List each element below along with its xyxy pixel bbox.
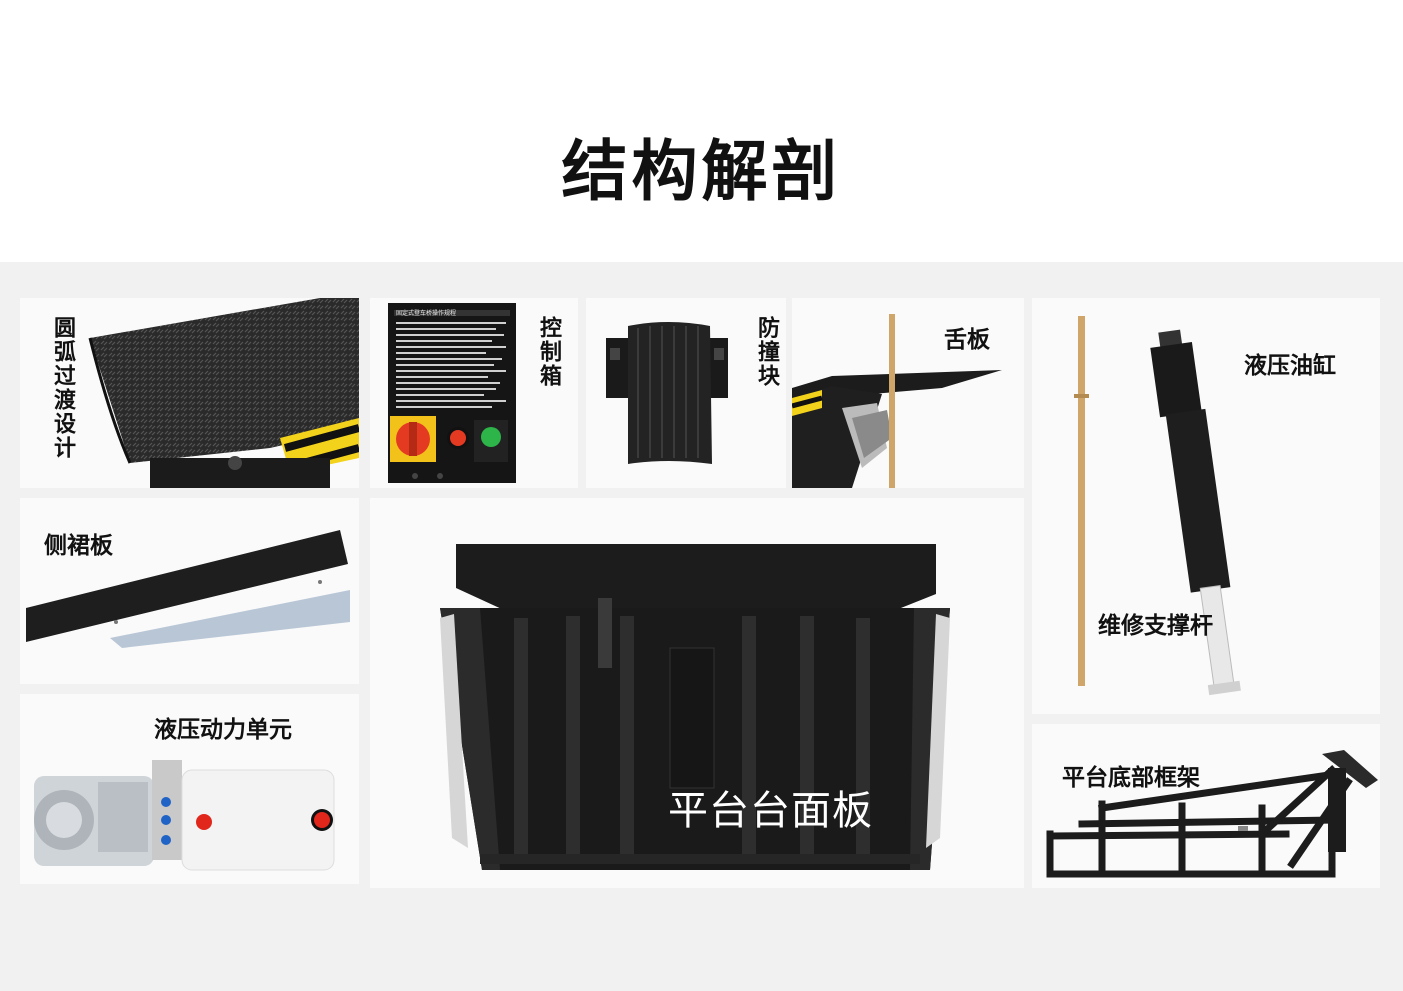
side-skirt-label: 侧裙板 — [44, 533, 113, 559]
maintenance-strut-label: 维修支撑杆 — [1098, 613, 1213, 639]
panel-lip-plate: 舌板 — [792, 298, 1024, 488]
page-title: 结构解剖 — [561, 133, 842, 210]
control-box-image — [388, 303, 516, 483]
panel-control-box: 固定式登车桥操作规程 控制箱 — [370, 298, 578, 488]
panel-platform-panel: 平台台面板 — [370, 498, 1024, 888]
control-box-sign-heading: 固定式登车桥操作规程 — [396, 310, 457, 317]
bumper-image — [606, 322, 728, 464]
base-frame-image — [1046, 750, 1378, 878]
panel-base-frame: 平台底部框架 — [1032, 724, 1380, 888]
power-unit-label: 液压动力单元 — [154, 717, 292, 743]
cylinder-strut-image — [1074, 316, 1241, 696]
hydraulic-cylinder-label: 液压油缸 — [1244, 353, 1336, 379]
structure-gallery: 圆弧过渡设计 — [0, 262, 1403, 991]
panel-power-unit: 液压动力单元 — [20, 694, 359, 884]
control-box-label: 控制箱 — [536, 316, 561, 388]
platform-panel-image — [440, 544, 950, 870]
arc-transition-label: 圆弧过渡设计 — [50, 316, 75, 460]
panel-arc-transition: 圆弧过渡设计 — [20, 298, 359, 488]
lip-plate-label: 舌板 — [944, 327, 990, 353]
bumper-label: 防撞块 — [754, 316, 779, 388]
panel-cylinder-strut: 液压油缸 维修支撑杆 — [1032, 298, 1380, 714]
arc-transition-image — [88, 298, 359, 488]
lip-plate-image — [792, 314, 1002, 488]
side-skirt-image — [26, 530, 350, 648]
panel-bumper: 防撞块 — [586, 298, 786, 488]
platform-panel-label: 平台台面板 — [668, 788, 873, 834]
panel-side-skirt: 侧裙板 — [20, 498, 359, 684]
power-unit-image — [34, 760, 335, 871]
base-frame-label: 平台底部框架 — [1062, 765, 1200, 791]
